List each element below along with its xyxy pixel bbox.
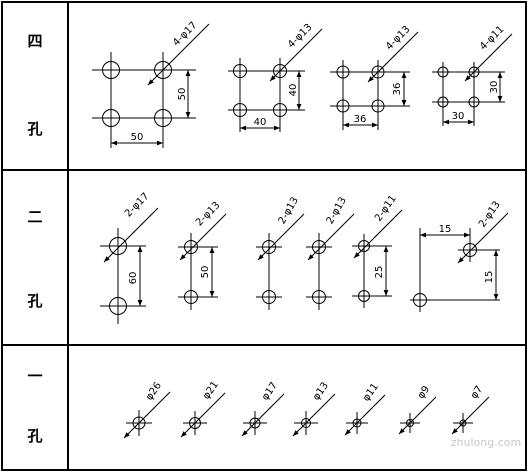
row-label-one-bottom: 孔 bbox=[27, 427, 42, 445]
hole bbox=[312, 240, 326, 254]
row-labels: 四 孔 二 孔 一 孔 bbox=[27, 32, 42, 445]
hole-callout: φ13 bbox=[311, 380, 331, 402]
two-hole-pattern-3 bbox=[256, 213, 305, 310]
hole bbox=[437, 96, 449, 108]
dim-vertical: 15 bbox=[484, 271, 495, 284]
hole bbox=[371, 65, 385, 79]
single-hole-3 bbox=[241, 393, 285, 437]
two-hole-pattern-6 bbox=[410, 212, 509, 312]
dim-horizontal: 15 bbox=[439, 224, 452, 235]
row-label-four-bottom: 孔 bbox=[27, 120, 42, 138]
hole bbox=[459, 419, 467, 427]
dim-vertical: 60 bbox=[128, 272, 139, 285]
hole-callout: 2-φ17 bbox=[123, 191, 151, 219]
hole bbox=[358, 290, 370, 302]
hole bbox=[132, 416, 146, 430]
hole bbox=[352, 418, 362, 428]
hole bbox=[301, 418, 311, 428]
dim-vertical: 25 bbox=[374, 266, 385, 279]
dim-vertical: 36 bbox=[392, 83, 403, 96]
hole bbox=[336, 65, 350, 79]
dim-vertical: 50 bbox=[200, 266, 211, 279]
hole bbox=[358, 240, 370, 252]
hole bbox=[273, 64, 287, 78]
dim-horizontal: 50 bbox=[131, 132, 144, 143]
dim-vertical: 30 bbox=[489, 81, 500, 94]
single-hole-7 bbox=[451, 396, 490, 435]
two-hole-pattern-1 bbox=[100, 207, 159, 324]
dim-horizontal: 30 bbox=[452, 111, 465, 122]
hole-callout: φ21 bbox=[201, 379, 221, 401]
hole bbox=[336, 99, 350, 113]
hole bbox=[437, 66, 449, 78]
hole bbox=[154, 61, 172, 79]
hole bbox=[262, 240, 276, 254]
hole-callout: 2-φ13 bbox=[194, 200, 222, 228]
row-label-one-top: 一 bbox=[27, 367, 42, 385]
row-label-two-top: 二 bbox=[27, 208, 42, 226]
hole bbox=[468, 66, 480, 78]
single-hole-1 bbox=[123, 391, 171, 439]
hole-callout: φ7 bbox=[469, 384, 485, 401]
hole bbox=[406, 419, 414, 427]
two-hole-pattern-5 bbox=[352, 209, 403, 308]
hole-callout: φ9 bbox=[416, 384, 432, 401]
hole bbox=[233, 103, 247, 117]
hole bbox=[189, 417, 201, 429]
four-hole-pattern-2 bbox=[228, 28, 323, 132]
hole bbox=[109, 297, 127, 315]
hole bbox=[312, 290, 326, 304]
hole bbox=[233, 64, 247, 78]
watermark: zhulong.com bbox=[451, 436, 521, 449]
dim-vertical: 40 bbox=[288, 84, 299, 97]
single-hole-5 bbox=[344, 394, 386, 436]
hole bbox=[413, 293, 427, 307]
hole bbox=[109, 237, 127, 255]
four-hole-pattern-1 bbox=[92, 23, 210, 148]
hole-callout: 4-φ11 bbox=[478, 24, 506, 52]
hole bbox=[184, 290, 198, 304]
hole-callout: φ11 bbox=[361, 381, 381, 403]
hole bbox=[468, 96, 480, 108]
single-hole-6 bbox=[398, 396, 437, 435]
four-hole-pattern-3 bbox=[330, 31, 419, 130]
hole bbox=[184, 240, 198, 254]
two-hole-pattern-4 bbox=[306, 213, 355, 310]
hole-callout: 2-φ13 bbox=[477, 199, 503, 229]
hole-callout: 2-φ13 bbox=[325, 195, 349, 226]
hole-callout: 4-φ17 bbox=[171, 20, 199, 48]
hole-callout: 2-φ11 bbox=[373, 193, 399, 223]
hole bbox=[273, 103, 287, 117]
hole bbox=[102, 61, 120, 79]
hole-callout: 4-φ13 bbox=[286, 22, 314, 50]
hole-callout: φ26 bbox=[144, 380, 164, 402]
dim-horizontal: 40 bbox=[254, 117, 267, 128]
dim-vertical: 50 bbox=[177, 88, 188, 101]
four-hole-pattern-4 bbox=[432, 33, 513, 126]
hole-callout: φ17 bbox=[260, 380, 280, 402]
hole bbox=[154, 109, 172, 127]
row-label-two-bottom: 孔 bbox=[27, 292, 42, 310]
two-hole-pattern-2 bbox=[178, 213, 227, 310]
hole-callout: 4-φ13 bbox=[384, 24, 412, 52]
row-label-four-top: 四 bbox=[27, 32, 42, 50]
single-hole-2 bbox=[180, 392, 226, 438]
hole-callout: 2-φ13 bbox=[277, 195, 301, 226]
hole bbox=[249, 417, 261, 429]
hole bbox=[262, 290, 276, 304]
dim-horizontal: 36 bbox=[354, 114, 367, 125]
hole bbox=[102, 109, 120, 127]
single-hole-4 bbox=[292, 393, 336, 437]
hole bbox=[371, 99, 385, 113]
